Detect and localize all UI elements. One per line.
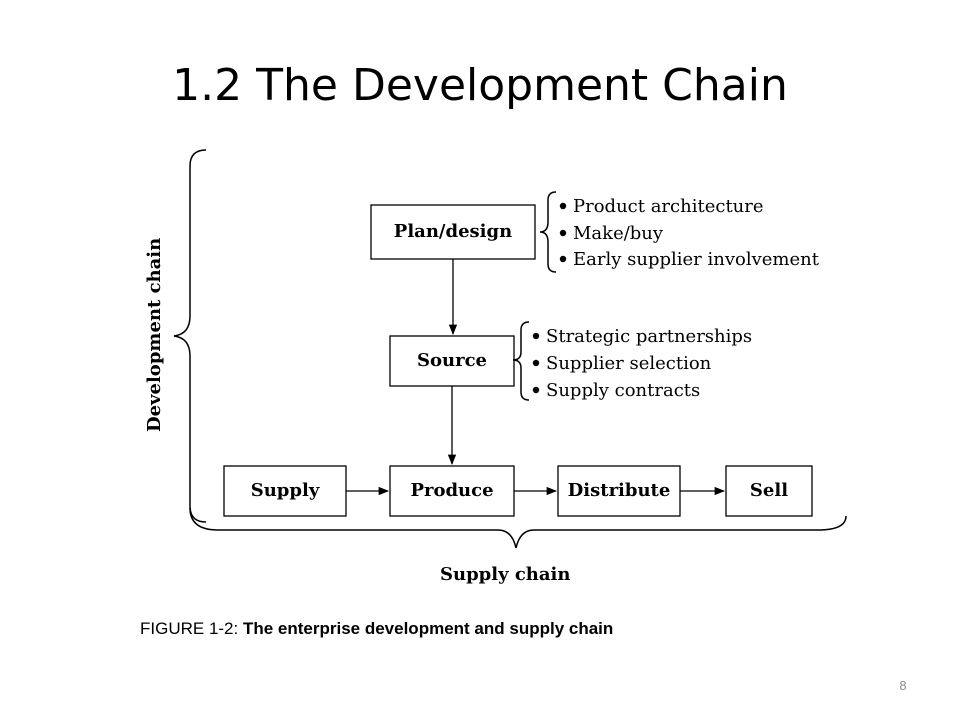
caption-prefix: FIGURE 1-2: (140, 619, 243, 638)
plan-bullet-1: Product architecture (573, 196, 764, 217)
produce-label: Produce (410, 480, 493, 501)
source-bullet-list: Strategic partnerships Supplier selectio… (532, 326, 752, 401)
source-bullets-bracket (512, 321, 530, 401)
produce-box: Produce (389, 465, 515, 517)
distribute-box: Distribute (557, 465, 681, 517)
plan-design-label: Plan/design (394, 221, 512, 242)
development-chain-label: Development chain (144, 238, 165, 432)
plan-bullet-2: Make/buy (573, 223, 664, 244)
supply-chain-brace (189, 507, 847, 549)
sell-box: Sell (725, 465, 813, 517)
caption-text: The enterprise development and supply ch… (242, 619, 614, 638)
source-bullet-2: Supplier selection (546, 353, 712, 374)
plan-bullet-list: Product architecture Make/buy Early supp… (559, 196, 820, 270)
source-bullet-1: Strategic partnerships (546, 326, 752, 347)
development-chain-figure: Development chain Supply chain Plan/desi… (138, 146, 848, 586)
supply-label: Supply (251, 480, 320, 501)
supply-chain-label: Supply chain (440, 564, 570, 585)
supply-box: Supply (223, 465, 347, 517)
slide-title: 1.2 The Development Chain (172, 60, 788, 111)
source-bullet-3: Supply contracts (546, 380, 700, 401)
plan-bullets-bracket (539, 191, 557, 273)
plan-bullet-3: Early supplier involvement (573, 249, 820, 270)
development-chain-brace (173, 149, 207, 523)
plan-design-box: Plan/design (370, 204, 536, 260)
sell-label: Sell (750, 480, 788, 501)
page-number: 8 (899, 678, 907, 693)
source-box: Source (389, 335, 515, 387)
source-label: Source (417, 350, 487, 371)
distribute-label: Distribute (568, 480, 671, 501)
figure-caption: FIGURE 1-2: The enterprise development a… (140, 619, 613, 639)
